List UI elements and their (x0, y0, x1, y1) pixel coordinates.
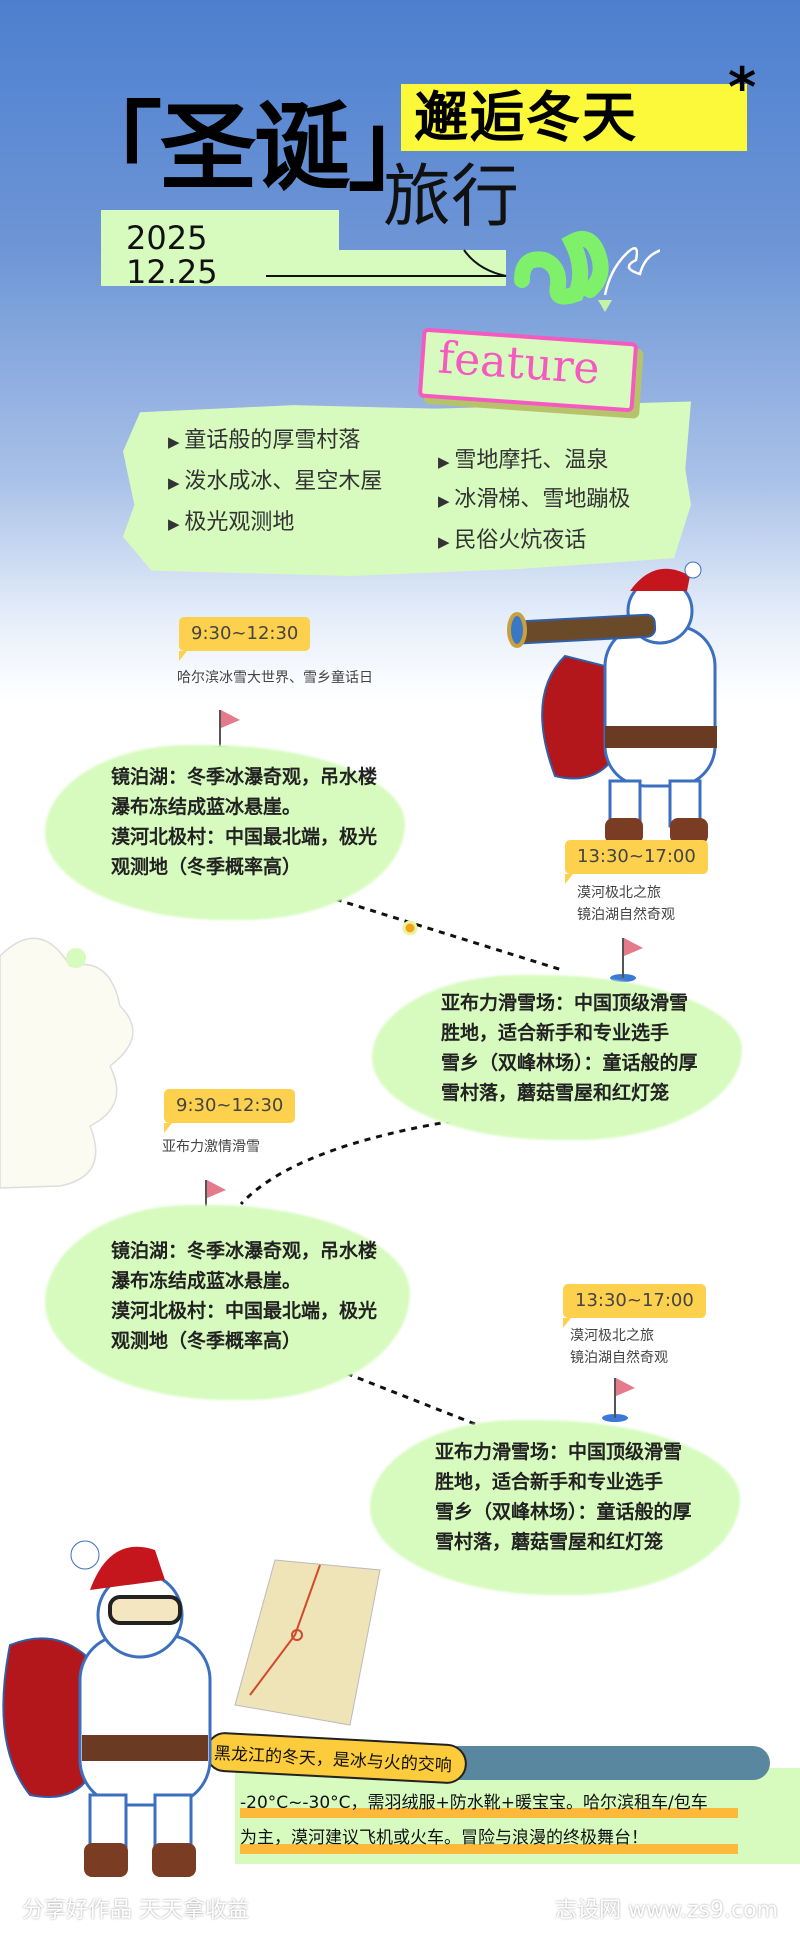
wave-decor (440, 1746, 770, 1780)
detail-line: 雪村落，蘑菇雪屋和红灯笼 (435, 1531, 664, 1553)
detail-line: 漠河北极村：中国最北端，极光 (111, 826, 378, 848)
stop-panel (45, 1205, 410, 1400)
stop-details: 镜泊湖：冬季冰瀑奇观，吊水楼 瀑布冻结成蓝冰悬崖。 漠河北极村：中国最北端，极光… (111, 1236, 377, 1356)
detail-line: 胜地，适合新手和专业选手 (441, 1022, 670, 1044)
stop-caption: 镜泊湖自然奇观 (577, 907, 675, 923)
highlight-title: 邂逅冬天 (414, 86, 638, 149)
detail-line: 胜地，适合新手和专业选手 (435, 1471, 664, 1493)
detail-line: 观测地（冬季概率高） (111, 1330, 302, 1352)
page-title: 「圣诞」 (66, 92, 444, 204)
tips-line: -20°C~-30°C，需羽绒服+防水靴+暖宝宝。哈尔滨租车/包车 (240, 1793, 708, 1813)
feature-item: 民俗火炕夜话 (438, 522, 586, 554)
time-badge: 9:30~12:30 (179, 617, 311, 661)
detail-line: 雪乡（双峰林场）：童话般的厚 (435, 1501, 692, 1523)
flag-icon (610, 938, 643, 982)
footer-watermark-right: 志设网 www.zs9.com (555, 1898, 778, 1923)
time-badge: 13:30~17:00 (565, 840, 708, 884)
detail-line: 瀑布冻结成蓝冰悬崖。 (111, 1270, 302, 1292)
stop-caption: 亚布力激情滑雪 (162, 1139, 260, 1155)
stop-details: 亚布力滑雪场：中国顶级滑雪 胜地，适合新手和专业选手 雪乡（双峰林场）：童话般的… (441, 988, 698, 1108)
cloud-illustration (0, 937, 134, 1189)
date-block-ext (339, 250, 506, 286)
detail-line: 雪村落，蘑菇雪屋和红灯笼 (441, 1082, 670, 1104)
stop-panel (370, 1420, 740, 1595)
stop-caption: 漠河极北之旅 (570, 1328, 654, 1344)
feature-item: 童话般的厚雪村落 (168, 422, 360, 454)
detail-line: 漠河北极村：中国最北端，极光 (111, 1300, 378, 1322)
santa-telescope-illustration (507, 561, 717, 844)
flag-icon (602, 1378, 635, 1422)
detail-line: 镜泊湖：冬季冰瀑奇观，吊水楼 (111, 766, 378, 788)
underline (240, 1808, 738, 1818)
stop-panel (45, 745, 405, 920)
stop-caption: 镜泊湖自然奇观 (570, 1350, 668, 1366)
tips-line: 为主，漠河建议飞机或火车。冒险与浪漫的终极舞台！ (240, 1828, 648, 1848)
stop-details: 亚布力滑雪场：中国顶级滑雪 胜地，适合新手和专业选手 雪乡（双峰林场）：童话般的… (435, 1437, 692, 1557)
detail-line: 亚布力滑雪场：中国顶级滑雪 (435, 1441, 683, 1463)
time-badge: 13:30~17:00 (563, 1284, 706, 1328)
santa-map-illustration (2, 1540, 381, 1877)
detail-line: 观测地（冬季概率高） (111, 856, 302, 878)
year: 2025 (126, 219, 208, 257)
time-badge: 9:30~12:30 (164, 1089, 296, 1133)
stop-caption: 漠河极北之旅 (577, 885, 661, 901)
detail-line: 瀑布冻结成蓝冰悬崖。 (111, 796, 302, 818)
detail-line: 镜泊湖：冬季冰瀑奇观，吊水楼 (111, 1240, 378, 1262)
star-icon: * (728, 56, 757, 119)
feature-item: 冰滑梯、雪地蹦极 (438, 481, 630, 513)
underline (240, 1844, 738, 1854)
stop-caption: 哈尔滨冰雪大世界、雪乡童话日 (177, 670, 373, 686)
feature-item: 泼水成冰、星空木屋 (168, 463, 382, 495)
detail-line: 雪乡（双峰林场）：童话般的厚 (441, 1052, 698, 1074)
stop-details: 镜泊湖：冬季冰瀑奇观，吊水楼 瀑布冻结成蓝冰悬崖。 漠河北极村：中国最北端，极光… (111, 762, 377, 882)
detail-line: 亚布力滑雪场：中国顶级滑雪 (441, 992, 689, 1014)
page-subtitle: 旅行 (383, 158, 520, 237)
feature-item: 雪地摩托、温泉 (438, 442, 608, 474)
date-block (101, 210, 339, 286)
feature-item: 极光观测地 (168, 504, 294, 536)
footer-watermark-left: 分享好作品 天天拿收益 (22, 1898, 249, 1923)
date: 12.25 (126, 253, 218, 291)
highlight-box (401, 84, 747, 151)
decor-squiggle-icon (266, 231, 660, 312)
stop-panel (372, 975, 742, 1140)
